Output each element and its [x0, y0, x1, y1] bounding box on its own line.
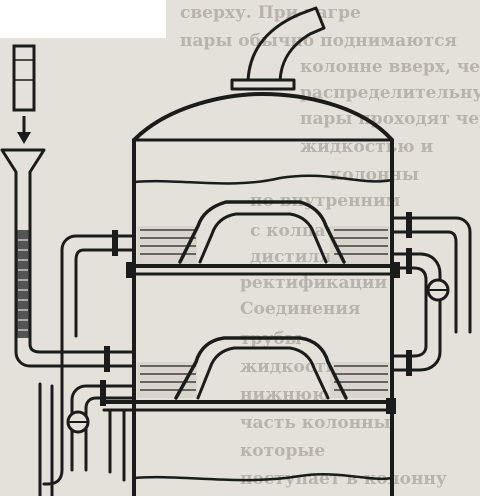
- lower-bubble-cap: [174, 336, 348, 400]
- bg-text-line: сверху. При нагре: [180, 3, 361, 23]
- upper-right-overflow-pipe: [390, 212, 472, 376]
- bg-text-line: ректификации: [240, 273, 388, 293]
- lower-left-overflow-pipe: [38, 334, 136, 496]
- feed-tube-liquid: [17, 230, 29, 338]
- lower-tray-plate: [102, 398, 396, 414]
- feed-pipe-stub: [12, 44, 36, 112]
- outlet-flange: [230, 78, 296, 91]
- feed-funnel: [0, 148, 46, 232]
- vapor-outlet-pipe: [230, 6, 326, 91]
- bg-text-line: по внутренним: [250, 191, 401, 211]
- valve-icon: [426, 278, 450, 302]
- feed-arrow: [12, 44, 36, 144]
- feed-line: [14, 228, 136, 372]
- bg-text-line: часть колонны: [240, 413, 391, 433]
- bg-text-line: которые: [240, 441, 325, 461]
- bg-text-line: Соединения: [240, 299, 361, 319]
- bg-text-line: жидкости: [240, 357, 339, 377]
- bg-text-line: пары проходят через: [300, 109, 480, 129]
- bg-text-line: поступает в колонну: [240, 469, 447, 489]
- upper-left-downcomer-pipe: [60, 230, 136, 338]
- bg-text-line: пары обычно поднимаются: [180, 31, 457, 51]
- column-shell: [132, 92, 394, 496]
- upper-tray-plate: [126, 262, 400, 278]
- bg-text-line: жидкостью и: [300, 137, 433, 157]
- bg-text-line: распределительную: [300, 83, 480, 103]
- down-arrow-icon: [17, 116, 31, 144]
- bottom-pipe: [108, 408, 126, 482]
- bg-text-line: колонне вверх, через: [300, 57, 480, 77]
- blank-corner: [0, 0, 166, 38]
- upper-bubble-cap: [178, 200, 346, 264]
- lower-tray-liquid: [137, 362, 389, 398]
- valve-icon: [66, 410, 90, 434]
